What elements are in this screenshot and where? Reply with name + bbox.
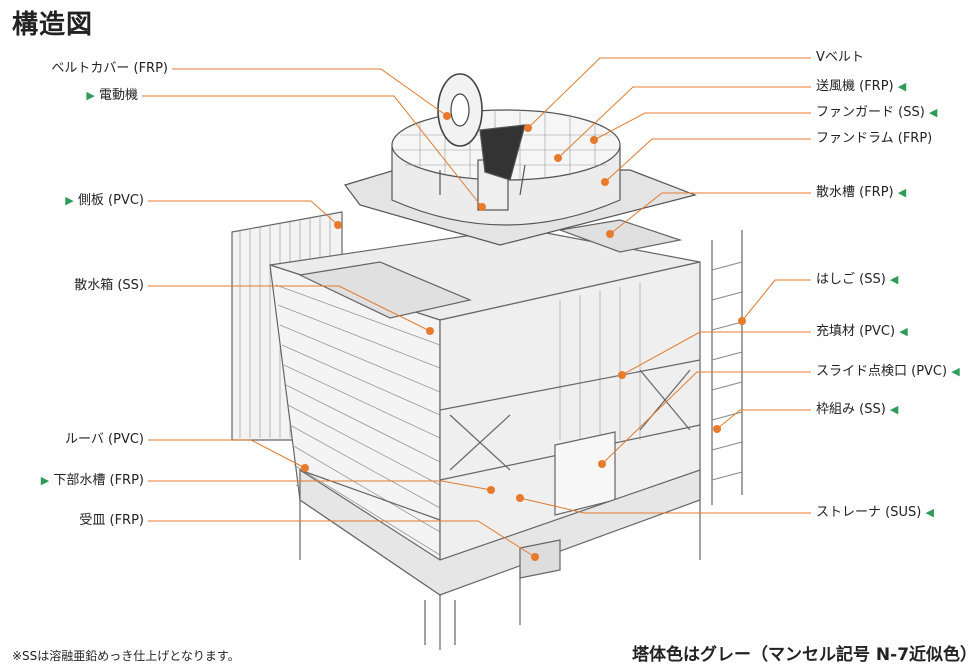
footnote: ※SSは溶融亜鉛めっき仕上げとなります。: [12, 649, 240, 663]
leader-lines: [142, 57, 811, 558]
marker-icon: ◀: [925, 506, 934, 519]
leader-dots: [301, 112, 746, 561]
label-belt-cover: ベルトカバー (FRP): [51, 61, 168, 76]
page-title: 構造図: [12, 10, 94, 40]
marker-icon: ◀: [889, 403, 899, 416]
label-strainer: ストレーナ (SUS) ◀: [816, 505, 934, 520]
label-sprinkler-tank: 散水槽 (FRP) ◀: [816, 185, 907, 200]
label-drain-pan: 受皿 (FRP): [79, 513, 144, 528]
label-frame: 枠組み (SS) ◀: [816, 402, 899, 417]
label-ladder: はしご (SS) ◀: [816, 272, 899, 287]
label-fill: 充填材 (PVC) ◀: [816, 324, 908, 339]
label-side-plate: ▶ 側板 (PVC): [65, 193, 144, 208]
marker-icon: ◀: [928, 106, 938, 119]
marker-icon: ▶: [86, 89, 95, 102]
label-lower-basin: ▶ 下部水槽 (FRP): [40, 473, 144, 488]
label-fan-drum: ファンドラム (FRP): [816, 131, 933, 146]
color-note: 塔体色はグレー（マンセル記号 N-7近似色）: [632, 645, 978, 665]
marker-icon: ◀: [899, 325, 908, 338]
label-slide-hatch: スライド点検口 (PVC) ◀: [816, 364, 960, 379]
label-fan: 送風機 (FRP) ◀: [816, 79, 907, 94]
tower-body: [231, 211, 743, 650]
label-motor: ▶ 電動機: [86, 88, 138, 103]
label-louver: ルーバ (PVC): [65, 432, 144, 447]
marker-icon: ◀: [889, 273, 899, 286]
marker-icon: ▶: [65, 194, 74, 207]
marker-icon: ◀: [897, 186, 907, 199]
label-v-belt: Vベルト: [816, 50, 864, 65]
label-distribution-box: 散水箱 (SS): [74, 278, 144, 293]
marker-icon: ◀: [897, 80, 907, 93]
label-fan-guard: ファンガード (SS) ◀: [816, 105, 938, 120]
marker-icon: ▶: [40, 474, 50, 487]
marker-icon: ◀: [951, 365, 960, 378]
